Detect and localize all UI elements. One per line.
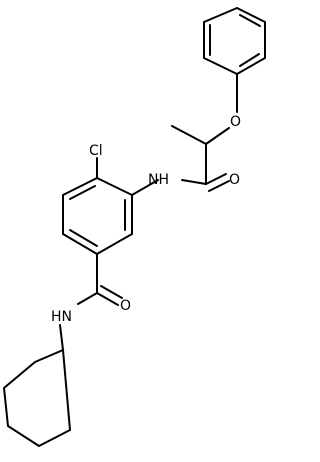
bond-carbonyl-upper-1	[205, 173, 227, 185]
bond-nh-ring	[131, 179, 159, 196]
bond-carbonyl-nh	[181, 179, 207, 185]
atom-nh-amide: NH	[148, 172, 169, 188]
atom-chlorine: Cl	[89, 143, 103, 159]
benzene-ring-central	[62, 177, 133, 255]
atom-oxygen-amide-upper: O	[229, 172, 240, 188]
chemical-structure-canvas: O O NH Cl O HN	[3, 7, 266, 447]
phenyl-ring	[203, 7, 266, 75]
bond-methyl	[171, 125, 207, 145]
atom-hn-amide: HN	[51, 309, 72, 325]
atom-oxygen-amide-lower: O	[120, 298, 131, 314]
atom-oxygen-ether: O	[230, 114, 241, 130]
bond-hn-cyclohexyl	[59, 324, 64, 351]
cyclohexyl-ring	[3, 349, 71, 447]
bond-oxygen-ch	[205, 127, 230, 145]
bond-carbonyl-lower-1	[96, 292, 119, 306]
bond-carbonyl-upper-2	[208, 180, 230, 192]
bond-carbonyl-lower-2	[100, 285, 123, 299]
structure-svg: O O NH Cl O HN	[3, 7, 266, 447]
bond-carbonyl-hn	[77, 292, 98, 305]
